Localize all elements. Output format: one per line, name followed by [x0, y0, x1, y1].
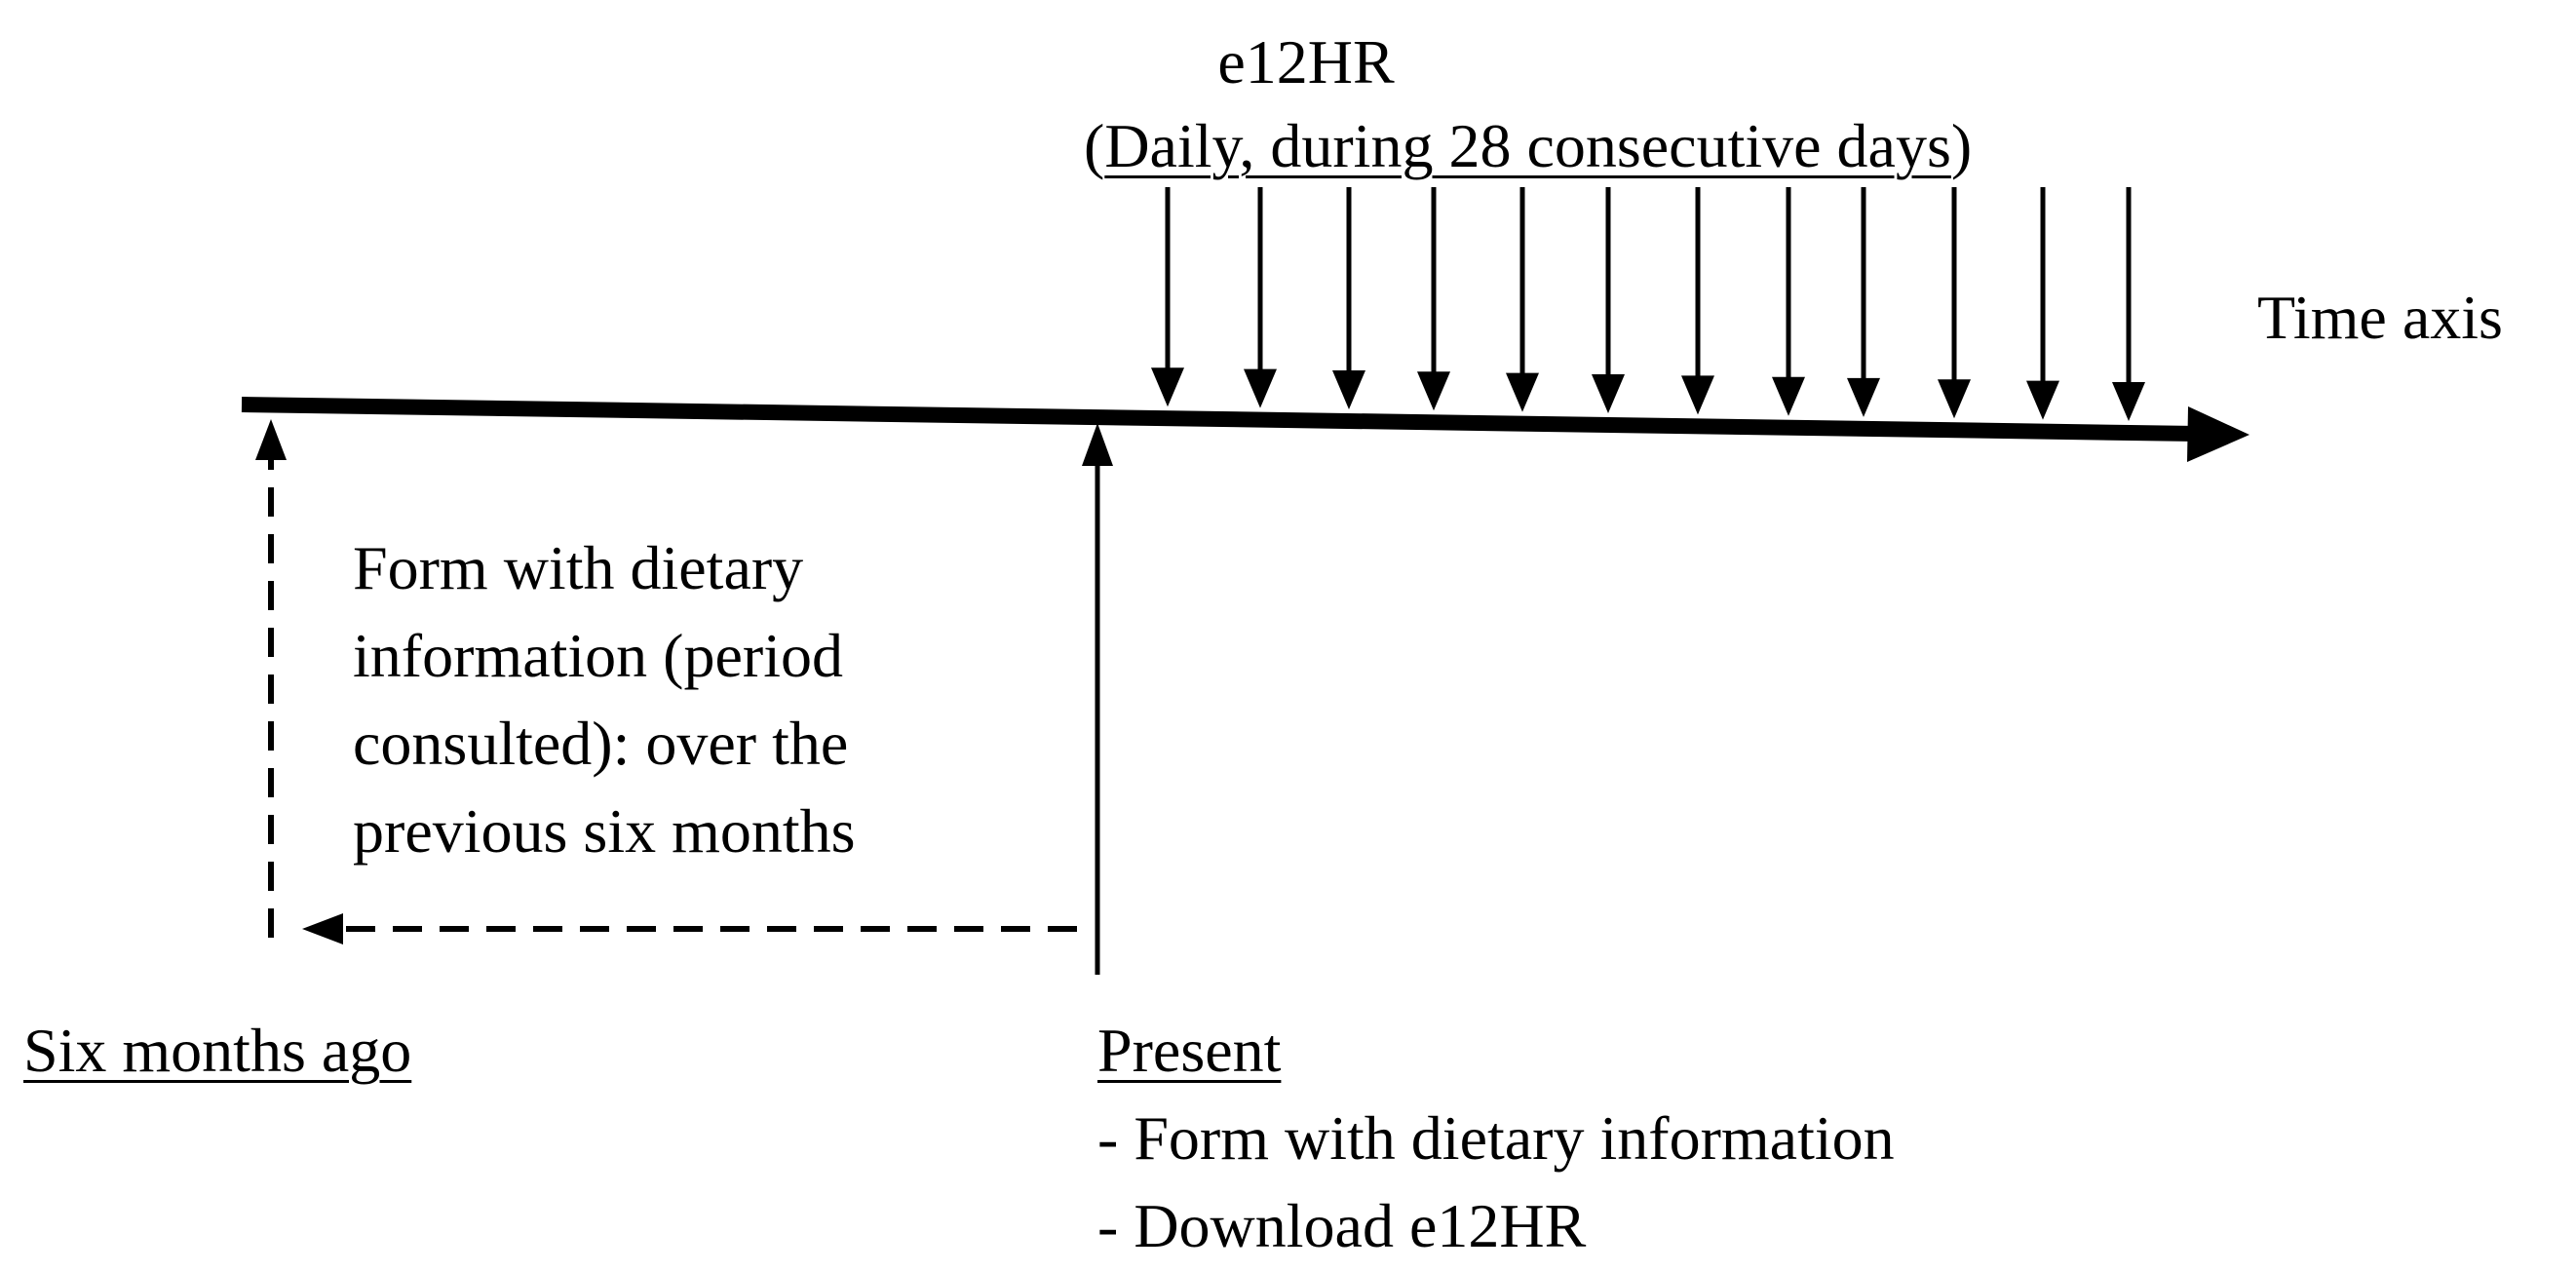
- daily-recall-arrowhead: [1417, 371, 1450, 411]
- time-axis-arrowhead: [2187, 406, 2249, 462]
- present-label: Present: [1097, 1016, 1282, 1085]
- consult-period-note: Form with dietary information (period co…: [353, 524, 856, 875]
- six-months-ago-label: Six months ago: [23, 1016, 412, 1085]
- diagram-subtitle: (Daily, during 28 consecutive days): [1084, 115, 1972, 177]
- daily-recall-arrowhead: [1506, 372, 1539, 412]
- daily-recall-arrowhead: [2112, 381, 2145, 421]
- daily-recall-arrowhead: [1847, 377, 1880, 417]
- consult-note-line: information (period: [353, 621, 843, 690]
- present-item: - Form with dietary information: [1097, 1103, 1895, 1173]
- time-axis-line: [241, 397, 2199, 442]
- daily-recall-arrowhead: [2026, 380, 2059, 420]
- consult-note-line: consulted): over the: [353, 709, 849, 778]
- diagram-title: e12HR: [1217, 27, 1395, 96]
- daily-recall-arrowhead: [1592, 373, 1625, 413]
- six-months-ago-arrowhead: [255, 419, 287, 460]
- present-arrowhead: [1082, 423, 1113, 466]
- daily-recall-arrows: [1151, 187, 2145, 421]
- time-axis-label: Time axis: [2257, 283, 2503, 352]
- subtitle-underlined-text: Daily, during 28 consecutive days: [1104, 111, 1951, 180]
- subtitle-open-paren: (: [1084, 111, 1105, 180]
- daily-recall-arrowhead: [1244, 368, 1277, 408]
- subtitle-close-paren: ): [1950, 111, 1973, 180]
- daily-recall-arrowhead: [1332, 369, 1365, 409]
- daily-recall-arrowhead: [1938, 379, 1971, 419]
- daily-recall-arrowhead: [1681, 375, 1714, 415]
- daily-recall-arrowhead: [1772, 376, 1805, 416]
- present-item: - Download e12HR: [1097, 1191, 1587, 1260]
- consult-note-line: previous six months: [353, 796, 856, 866]
- daily-recall-arrowhead: [1151, 367, 1184, 407]
- consult-period-arrowhead: [302, 913, 343, 944]
- consult-note-line: Form with dietary: [353, 533, 804, 602]
